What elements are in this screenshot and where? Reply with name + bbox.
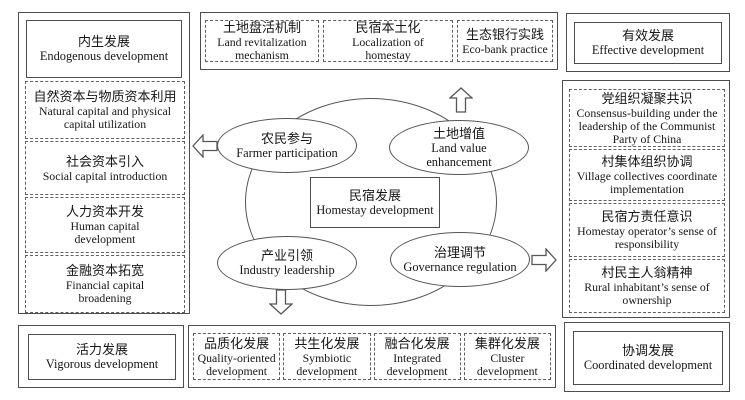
quality-development-en: Quality-oriented development — [197, 350, 276, 378]
box-inhabitant-ownership: 村民主人翁精神 Rural inhabitant’s sense of owne… — [569, 259, 725, 313]
box-cluster-development: 集群化发展 Cluster development — [463, 333, 551, 380]
box-coordinated-development: 协调发展 Coordinated development — [573, 331, 723, 385]
box-operator-responsibility: 民宿方责任意识 Homestay operator’s sense of res… — [569, 203, 725, 257]
node-industry-leadership: 产业引领 Industry leadership — [217, 236, 357, 290]
social-capital-en: Social capital introduction — [42, 168, 168, 183]
vigorous-en: Vigorous development — [45, 357, 159, 372]
symbiotic-development-zh: 共生化发展 — [294, 335, 360, 351]
village-collectives-en: Village collectives coordinate implement… — [576, 169, 718, 197]
farmer-zh: 农民参与 — [260, 130, 313, 146]
box-effective-development: 有效发展 Effective development — [574, 22, 722, 64]
endogenous-en: Endogenous development — [39, 49, 169, 64]
symbiotic-development-en: Symbiotic development — [296, 350, 358, 378]
box-homestay-localization: 民宿本土化 Localization of homestay — [323, 20, 453, 62]
natural-capital-en: Natural capital and physical capital uti… — [38, 104, 171, 132]
land-revitalization-en: Land revitalization mechanism — [217, 35, 307, 63]
operator-responsibility-zh: 民宿方责任意识 — [601, 209, 693, 225]
operator-responsibility-en: Homestay operator’s sense of responsibil… — [577, 224, 717, 252]
node-farmer-participation: 农民参与 Farmer participation — [217, 118, 357, 173]
panel-coordinated: 协调发展 Coordinated development — [564, 322, 730, 392]
inhabitant-ownership-zh: 村民主人翁精神 — [601, 265, 693, 281]
panel-bottom-modes: 品质化发展 Quality-oriented development 共生化发展… — [188, 325, 556, 388]
arrow-right-icon — [531, 248, 557, 272]
box-endogenous-development: 内生发展 Endogenous development — [26, 20, 182, 78]
box-symbiotic-development: 共生化发展 Symbiotic development — [283, 333, 371, 380]
box-natural-capital: 自然资本与物质资本利用 Natural capital and physical… — [25, 81, 185, 139]
party-consensus-zh: 党组织凝聚共识 — [601, 90, 693, 106]
human-capital-zh: 人力资本开发 — [65, 204, 144, 220]
box-social-capital: 社会资本引入 Social capital introduction — [25, 141, 185, 195]
hub-zh: 民宿发展 — [348, 187, 401, 203]
social-capital-zh: 社会资本引入 — [65, 153, 144, 169]
core-cycle-ring — [245, 98, 497, 306]
box-vigorous-development: 活力发展 Vigorous development — [28, 334, 176, 380]
box-financial-capital: 金融资本拓宽 Financial capital broadening — [25, 255, 185, 313]
industry-zh: 产业引领 — [260, 248, 313, 264]
land-value-zh: 土地增值 — [432, 125, 485, 141]
industry-en: Industry leadership — [239, 263, 335, 278]
vigorous-zh: 活力发展 — [75, 342, 128, 358]
natural-capital-zh: 自然资本与物质资本利用 — [33, 89, 177, 105]
box-village-collectives: 村集体组织协调 Village collectives coordinate i… — [569, 149, 725, 201]
party-consensus-en: Consensus-building under the leadership … — [576, 106, 718, 146]
land-revitalization-zh: 土地盘活机制 — [222, 20, 301, 36]
eco-bank-en: Eco-bank practice — [462, 41, 548, 56]
cluster-development-en: Cluster development — [476, 350, 538, 378]
hub-homestay-development: 民宿发展 Homestay development — [310, 177, 440, 228]
node-land-value: 土地增值 Land value enhancement — [389, 120, 529, 175]
village-collectives-zh: 村集体组织协调 — [601, 154, 693, 170]
inhabitant-ownership-en: Rural inhabitant’s sense of ownership — [584, 280, 710, 308]
panel-governance-right: 党组织凝聚共识 Consensus-building under the lea… — [562, 80, 730, 318]
integrated-development-en: Integrated development — [386, 350, 448, 378]
arrow-up-icon — [449, 87, 473, 113]
financial-capital-zh: 金融资本拓宽 — [65, 263, 144, 279]
hub-en: Homestay development — [316, 202, 434, 217]
effective-zh: 有效发展 — [621, 28, 674, 44]
panel-top-mechanisms: 土地盘活机制 Land revitalization mechanism 民宿本… — [200, 12, 558, 70]
farmer-en: Farmer participation — [236, 145, 338, 160]
box-party-consensus: 党组织凝聚共识 Consensus-building under the lea… — [569, 89, 725, 147]
eco-bank-zh: 生态银行实践 — [465, 26, 544, 42]
box-human-capital: 人力资本开发 Human capital development — [25, 197, 185, 253]
panel-vigorous: 活力发展 Vigorous development — [18, 325, 184, 388]
box-eco-bank: 生态银行实践 Eco-bank practice — [457, 20, 553, 62]
homestay-localization-en: Localization of homestay — [352, 35, 424, 63]
quality-development-zh: 品质化发展 — [204, 335, 270, 351]
arrow-down-icon — [269, 289, 293, 315]
land-value-en: Land value enhancement — [426, 140, 492, 169]
coordinated-en: Coordinated development — [583, 358, 713, 373]
endogenous-zh: 内生发展 — [77, 34, 130, 50]
governance-en: Governance regulation — [403, 259, 517, 274]
box-quality-development: 品质化发展 Quality-oriented development — [193, 333, 281, 380]
arrow-left-icon — [192, 134, 218, 158]
box-land-revitalization: 土地盘活机制 Land revitalization mechanism — [205, 20, 319, 62]
panel-endogenous-left: 内生发展 Endogenous development 自然资本与物质资本利用 … — [18, 12, 190, 314]
financial-capital-en: Financial capital broadening — [65, 278, 145, 306]
homestay-localization-zh: 民宿本土化 — [355, 20, 421, 36]
panel-effective: 有效发展 Effective development — [566, 13, 730, 72]
node-governance-regulation: 治理调节 Governance regulation — [390, 232, 530, 287]
cluster-development-zh: 集群化发展 — [474, 335, 540, 351]
human-capital-en: Human capital development — [70, 219, 140, 247]
integrated-development-zh: 融合化发展 — [384, 335, 450, 351]
coordinated-zh: 协调发展 — [621, 343, 674, 359]
box-integrated-development: 融合化发展 Integrated development — [373, 333, 461, 380]
effective-en: Effective development — [591, 43, 705, 58]
governance-zh: 治理调节 — [433, 244, 486, 260]
